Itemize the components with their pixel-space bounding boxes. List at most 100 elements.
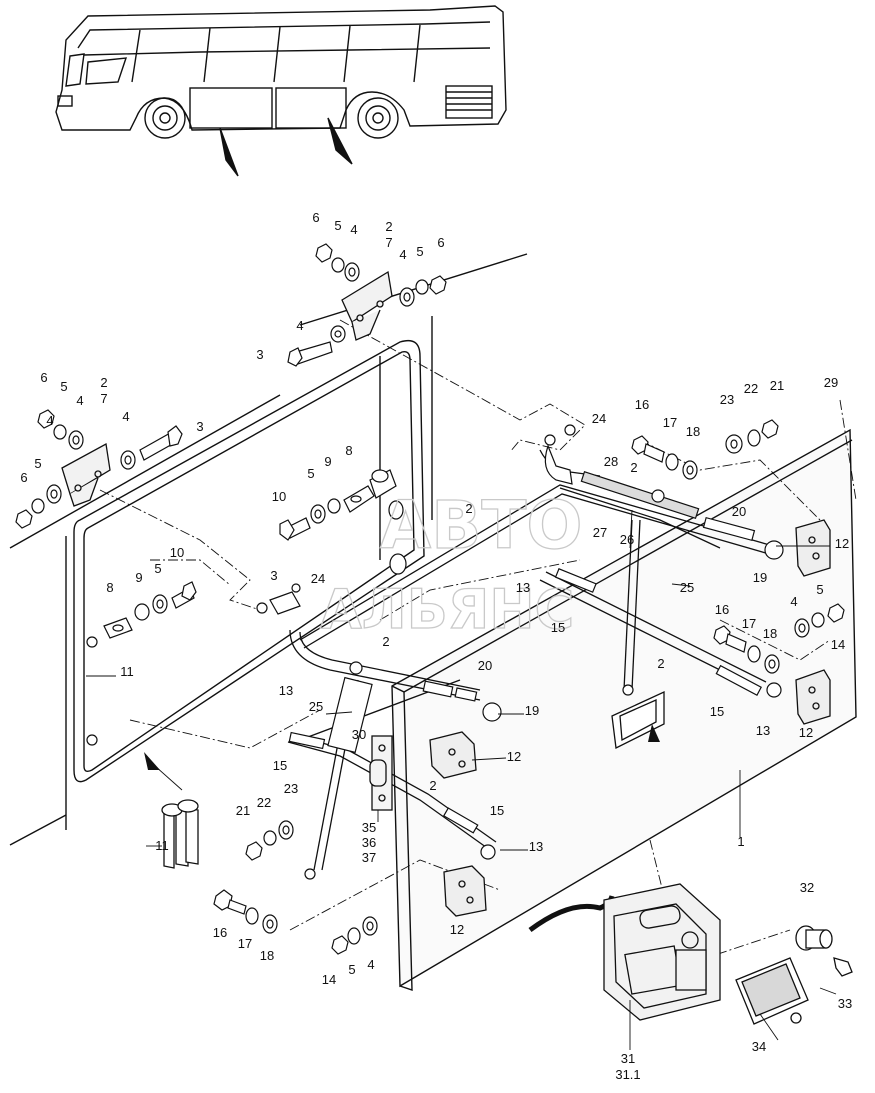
callout-c4a: 4 [350,222,357,237]
callout-c2c: 2 [465,501,472,516]
watermark-line-2: АЛЬЯНС [320,578,574,641]
callout-c19b: 19 [753,570,767,585]
callout-c4d: 4 [76,393,83,408]
callout-c6a: 6 [312,210,319,225]
callout-c14a: 14 [322,972,336,987]
callout-c17c: 17 [742,616,756,631]
callout-c7a: 7 [385,235,392,250]
callout-c5c: 5 [60,379,67,394]
callout-c9b: 9 [135,570,142,585]
callout-c12d: 12 [799,725,813,740]
callout-c6c: 6 [40,370,47,385]
callout-c21b: 21 [770,378,784,393]
door-frame-seal [9,253,528,846]
callout-c35: 35 [362,820,376,835]
callout-c18b: 18 [686,424,700,439]
callout-c17b: 17 [663,415,677,430]
callout-c1: 1 [737,834,744,849]
callout-c5b: 5 [416,244,423,259]
callout-c12c: 12 [835,536,849,551]
pointer-arrows [144,724,660,770]
callout-c5h: 5 [816,582,823,597]
callout-c29: 29 [824,375,838,390]
callout-c3b: 3 [196,419,203,434]
callout-c4f: 4 [46,413,53,428]
callout-c31: 31 [621,1051,635,1066]
label-plate [611,690,665,749]
callout-c2f: 2 [630,460,637,475]
hinge-top [341,270,393,341]
callout-c28: 28 [604,454,618,469]
callout-c17a: 17 [238,936,252,951]
callout-c4h: 4 [790,594,797,609]
callout-c15c: 15 [551,620,565,635]
callout-c32: 32 [800,880,814,895]
callout-c19a: 19 [525,703,539,718]
callout-c2e: 2 [429,778,436,793]
rod-fittings [288,444,784,880]
callout-c5f: 5 [154,561,161,576]
callout-c2d: 2 [382,634,389,649]
fasteners [15,243,845,955]
callout-c7b: 7 [100,391,107,406]
callout-c33: 33 [838,996,852,1011]
callout-c34: 34 [752,1039,766,1054]
callout-c3a: 3 [256,347,263,362]
watermark-line-1: АВТО [380,487,583,564]
callout-c12b: 12 [450,922,464,937]
watermark: АВТО АЛЬЯНС [319,486,583,641]
callout-c14b: 14 [831,637,845,652]
callout-c15d: 15 [710,704,724,719]
callout-c23a: 23 [284,781,298,796]
callout-c16c: 16 [715,602,729,617]
callout-c16b: 16 [635,397,649,412]
callout-c5a: 5 [334,218,341,233]
door-handle-assembly [528,883,721,1021]
bus-illustration [55,5,507,177]
lock-cylinder-parts [735,925,853,1025]
callout-c24a: 24 [311,571,325,586]
callout-c15a: 15 [273,758,287,773]
callout-c4g: 4 [367,957,374,972]
callout-c22b: 22 [744,381,758,396]
callout-c20a: 20 [478,658,492,673]
callout-c11b: 11 [155,838,169,853]
callout-c30: 30 [352,727,366,742]
lock-brackets [429,519,831,917]
callout-c5e: 5 [307,466,314,481]
callout-c37: 37 [362,850,376,865]
callout-c13c: 13 [516,580,530,595]
callout-c6b: 6 [437,235,444,250]
callout-c6d: 6 [20,470,27,485]
callout-c27: 27 [593,525,607,540]
callout-c2a: 2 [385,219,392,234]
hinge-left [61,442,111,507]
callout-c13d: 13 [756,723,770,738]
callout-c4e: 4 [122,409,129,424]
callout-c3c: 3 [270,568,277,583]
lock-rods [287,449,781,871]
callout-c36: 36 [362,835,376,850]
callout-c25a: 25 [309,699,323,714]
callout-c2b: 2 [100,375,107,390]
callout-c25b: 25 [680,580,694,595]
callout-c8b: 8 [106,580,113,595]
leader-lines [86,509,837,1050]
callout-c10b: 10 [170,545,184,560]
callout-c2g: 2 [657,656,664,671]
door-panel [391,428,857,991]
callout-c13a: 13 [279,683,293,698]
callout-c13b: 13 [529,839,543,854]
callout-c10a: 10 [272,489,286,504]
callout-c4c: 4 [296,318,303,333]
callout-c11a: 11 [120,664,134,679]
callout-c22a: 22 [257,795,271,810]
callout-c5g: 5 [348,962,355,977]
callout-c26: 26 [620,532,634,547]
callout-c21a: 21 [236,803,250,818]
callout-c20b: 20 [732,504,746,519]
callout-c16a: 16 [213,925,227,940]
